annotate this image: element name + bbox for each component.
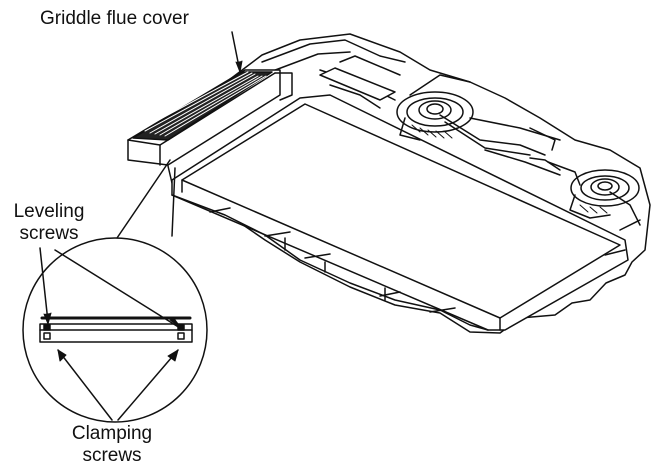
clamping-screws-line2: screws: [82, 445, 142, 466]
leveling-screws-label: Leveling screws: [4, 201, 94, 245]
zoom-line-right: [171, 167, 176, 237]
clamping-leader-right: [117, 349, 179, 421]
griddle-flue-cover: [127, 69, 293, 166]
griddle-plate: [171, 94, 629, 331]
leveling-leader-left: [39, 247, 49, 323]
clamping-screws-label: Clamping screws: [62, 423, 162, 467]
burner-knob-icon: [319, 69, 546, 156]
back-rail: [261, 39, 406, 63]
leveling-screws-line1: Leveling: [13, 201, 85, 222]
clamping-leader-left: [57, 349, 113, 421]
zoom-line-left: [116, 159, 171, 239]
leveling-screws-line2: screws: [19, 223, 79, 244]
clamping-screws-line1: Clamping: [71, 423, 153, 444]
griddle-flue-cover-label: Griddle flue cover: [40, 8, 189, 29]
leveling-leader-right: [54, 249, 181, 329]
grate-details: [319, 55, 641, 256]
burner-knob-icon: [529, 157, 641, 226]
